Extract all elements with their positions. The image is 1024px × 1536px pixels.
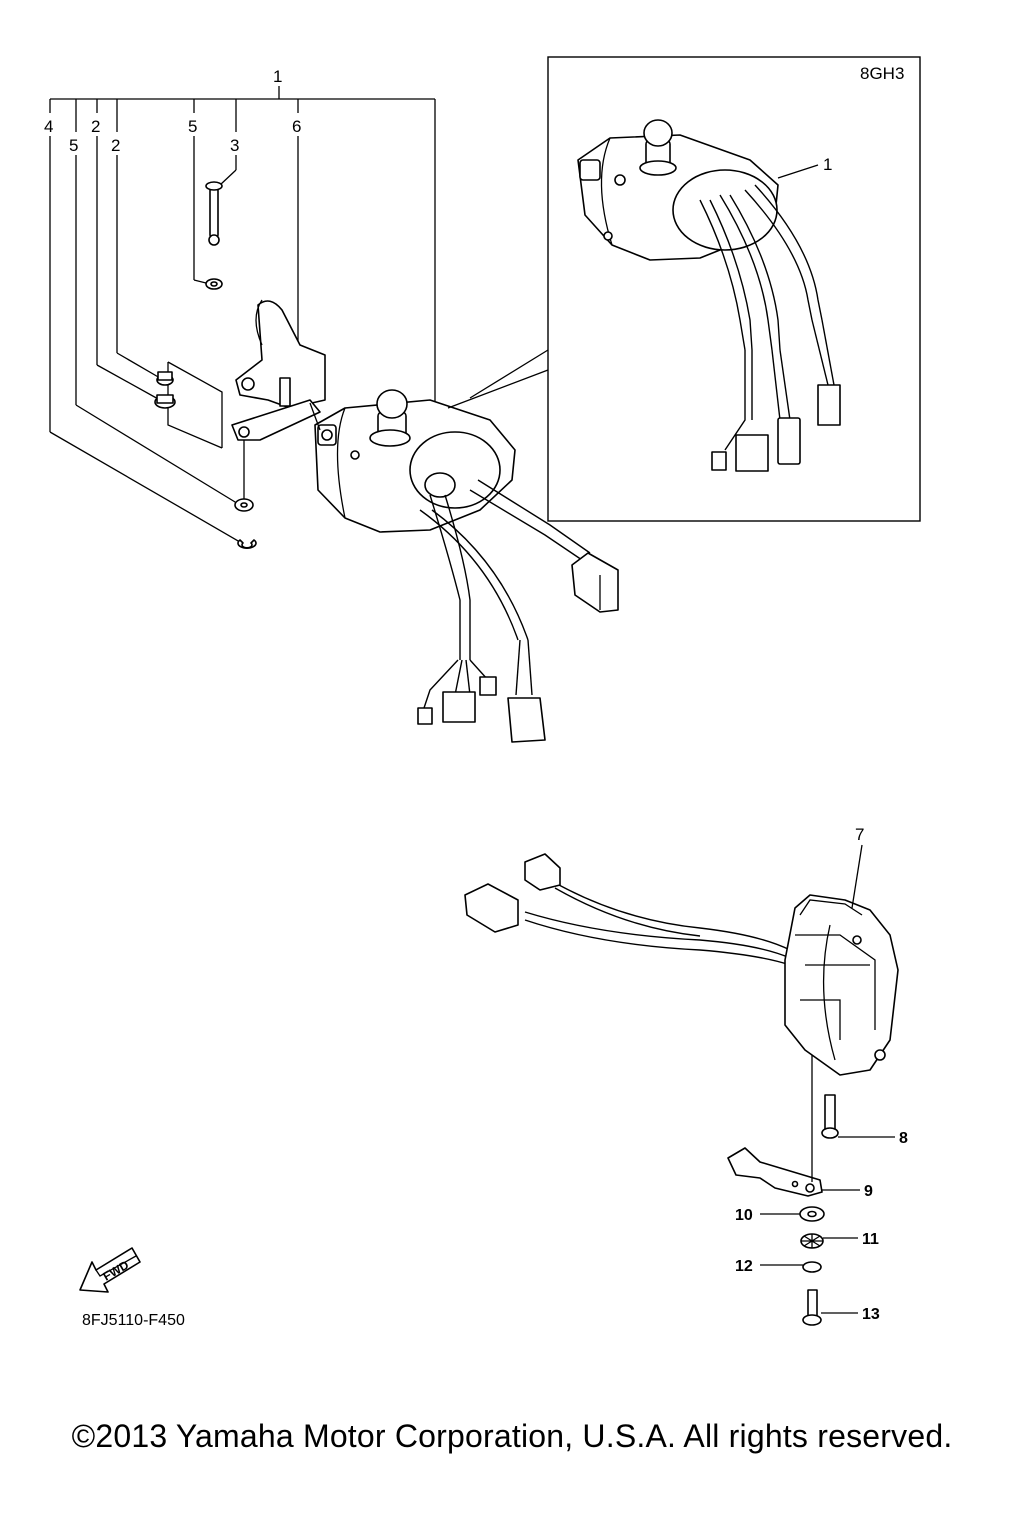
callout-2: 2 [91, 117, 100, 136]
callout-11: 11 [862, 1231, 879, 1248]
callout-tree-top [49, 86, 436, 543]
diagram-code: 8FJ5110-F450 [82, 1312, 185, 1329]
callout-8: 8 [899, 1130, 908, 1147]
switch-assembly-inset [577, 119, 841, 472]
callout-5: 5 [69, 136, 78, 155]
callout-1-inset: 1 [823, 155, 832, 174]
callout-2: 2 [111, 136, 120, 155]
callout-3: 3 [230, 136, 239, 155]
switch-assembly-left [154, 181, 619, 743]
switch-assembly-right [464, 844, 899, 1326]
callout-10: 10 [735, 1207, 753, 1224]
inset-leader [469, 349, 549, 399]
callout-1: 1 [273, 67, 282, 86]
callout-5: 5 [188, 117, 197, 136]
inset-frame [547, 56, 921, 522]
inset-code: 8GH3 [860, 64, 904, 83]
callout-13: 13 [862, 1306, 880, 1323]
fwd-arrow-icon: FWD [79, 1247, 141, 1293]
callout-12: 12 [735, 1258, 753, 1275]
callout-4: 4 [44, 117, 53, 136]
copyright-notice: ©2013 Yamaha Motor Corporation, U.S.A. A… [71, 1418, 953, 1454]
callout-9: 9 [864, 1183, 873, 1200]
callout-6: 6 [292, 117, 301, 136]
callout-7: 7 [855, 825, 864, 844]
